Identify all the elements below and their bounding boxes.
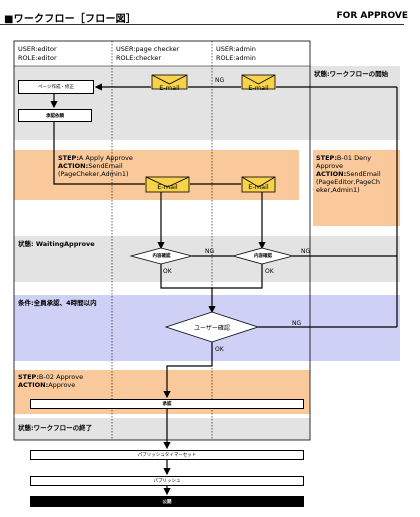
- lane-admin-user: USER:admin: [216, 45, 256, 53]
- ng-label: NG: [205, 248, 215, 255]
- email-label: E-mail: [248, 84, 269, 92]
- email-label: E-mail: [159, 84, 180, 92]
- lane-checker-user: USER:page checker: [116, 45, 180, 53]
- step-b01-params-2: eker,Admin1): [316, 186, 360, 194]
- step-b01-name: B-01 Deny: [336, 154, 372, 162]
- decision-diamond: [164, 311, 260, 343]
- stage-waiting-label: 状態: WaitingApprove: [18, 240, 95, 248]
- band-end: [14, 418, 310, 440]
- email-envelope-icon: [241, 74, 276, 90]
- ok-label: OK: [163, 268, 172, 275]
- request-approval-box: 承認依頼: [18, 109, 92, 122]
- step-b02-action: Approve: [48, 381, 76, 389]
- ng-label: NG: [301, 248, 311, 255]
- stage-start-label: 状態:ワークフローの開始: [314, 70, 389, 78]
- step-a-action-label: ACTION:: [58, 162, 89, 170]
- lane-admin-role: ROLE:admin: [216, 54, 256, 62]
- email-envelope-icon: [151, 74, 188, 90]
- header-divider: [0, 24, 404, 25]
- email-envelope-icon: [241, 176, 276, 193]
- decision-diamond: [129, 247, 193, 265]
- step-b02-action-label: ACTION:: [18, 381, 49, 389]
- email-label: E-mail: [157, 183, 178, 191]
- band-step-b01: [313, 150, 400, 226]
- step-b01-params-1: (PageEditor,PageCh: [316, 178, 380, 186]
- approve-box: 承認: [30, 399, 304, 409]
- publish-box: パブリッシュ: [30, 476, 304, 486]
- stage-step-b02: STEP:B-02 Approve ACTION:Approve: [18, 373, 83, 389]
- step-b02-label: STEP:: [18, 373, 39, 381]
- lane-checker-role: ROLE:checker: [116, 54, 162, 62]
- band-start: [14, 66, 400, 140]
- decision-diamond: [231, 247, 294, 265]
- band-waiting: [14, 236, 400, 282]
- step-b01-label: STEP:: [316, 154, 337, 162]
- decision-label: 内容確認: [254, 254, 272, 259]
- lane-admin-header: USER:admin ROLE:admin: [216, 45, 256, 63]
- step-b02-name: B-02 Approve: [38, 373, 84, 381]
- page-subtitle: FOR APPROVE: [336, 11, 408, 21]
- page-title: ■ワークフロー［フロー図］: [4, 14, 137, 25]
- publish-timer-box: パブリッシュタイマーセット: [30, 450, 304, 460]
- step-a-action: SendEmail: [88, 162, 123, 170]
- step-b01-action: SendEmail: [346, 170, 381, 178]
- create-edit-box: ページ作成・修正: [18, 80, 94, 94]
- ng-label: NG: [292, 320, 302, 327]
- published-box: 公開: [30, 496, 304, 507]
- decision-label: 内容確認: [152, 254, 171, 259]
- lane-editor-role: ROLE:editor: [18, 54, 57, 62]
- stage-condition-label: 条件:全員承認、4時間以内: [18, 299, 97, 307]
- step-b01-name-cont: Approve: [316, 162, 344, 170]
- step-a-params: (PageCheker,Admin1): [58, 170, 129, 178]
- email-envelope-icon: [145, 176, 190, 193]
- ng-label: NG: [215, 77, 225, 84]
- lane-checker-header: USER:page checker ROLE:checker: [116, 45, 179, 63]
- step-a-label: STEP:: [58, 154, 79, 162]
- decision-label: ユーザー確認: [194, 325, 230, 332]
- step-a-name: A Apply Approve: [78, 154, 133, 162]
- step-b01-action-label: ACTION:: [316, 170, 347, 178]
- stage-end-label: 状態:ワークフローの終了: [18, 424, 93, 432]
- ok-label: OK: [265, 268, 274, 275]
- stage-step-b01: STEP:B-01 Deny Approve ACTION:SendEmail …: [316, 154, 381, 194]
- lane-editor-header: USER:editor ROLE:editor: [18, 45, 57, 63]
- ok-label: OK: [215, 346, 224, 353]
- lane-editor-user: USER:editor: [18, 45, 57, 53]
- email-label: E-mail: [248, 183, 269, 191]
- stage-step-a: STEP:A Apply Approve ACTION:SendEmail (P…: [58, 154, 133, 178]
